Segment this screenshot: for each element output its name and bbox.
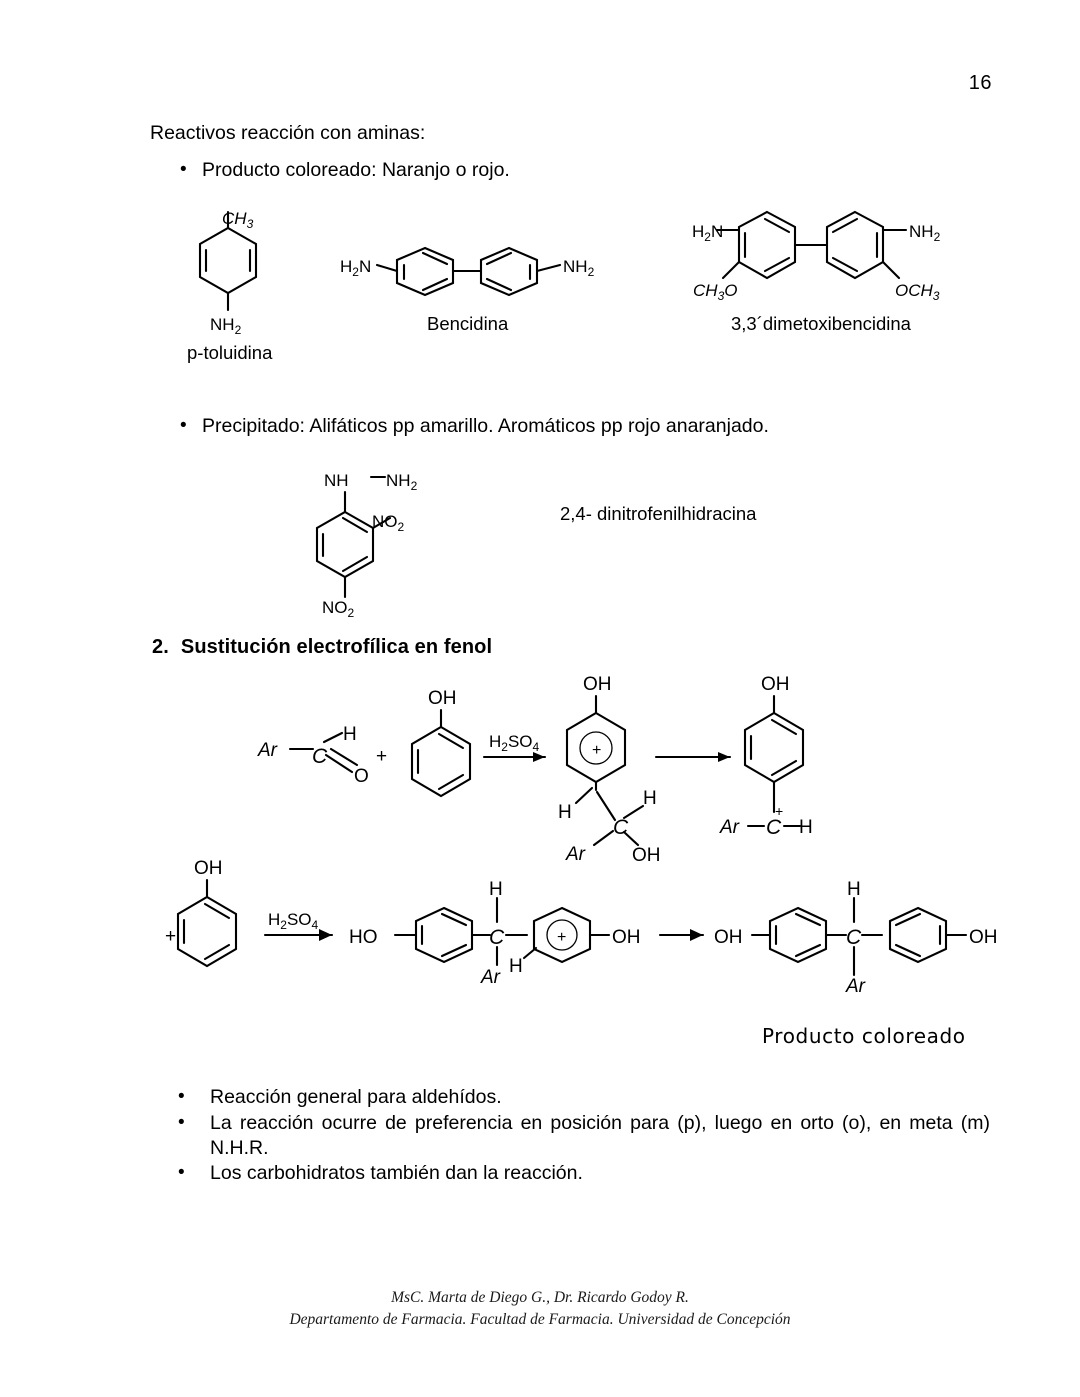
bullet-text: Los carbohidratos también dan la reacció… (210, 1162, 583, 1185)
structure-p-toluidina (198, 210, 258, 312)
atom-label-ho: HO (349, 927, 378, 948)
atom-label-h-top: H (847, 879, 861, 900)
scheme1-phenol (410, 708, 472, 798)
reagent-h2so4: H2SO4 (268, 910, 319, 932)
atom-label-o: O (354, 766, 369, 787)
scheme1-arrow-1 (482, 752, 547, 762)
scheme2-intermediate (393, 896, 611, 967)
atom-label-oh-right: OH (612, 927, 641, 948)
atom-label-ar: Ar (257, 740, 278, 761)
atom-label-h-lower: H (509, 956, 523, 977)
scheme2-product (750, 896, 968, 977)
atom-label-ar: Ar (845, 976, 866, 997)
scheme1-intermediate (565, 694, 645, 847)
page-number: 16 (968, 72, 992, 94)
atom-label-h2n: H2N (692, 222, 723, 244)
atom-label-oh-top: OH (761, 674, 790, 695)
section-title: Sustitución electrofílica en fenol (180, 636, 493, 658)
atom-label-nh2: NH2 (563, 257, 595, 279)
atom-label-h: H (343, 724, 357, 745)
scheme2-phenol (176, 878, 238, 968)
bullet-marker-icon: • (180, 415, 187, 436)
atom-label-ar: Ar (480, 967, 501, 988)
atom-label-ch3: CH3 (222, 209, 254, 231)
atom-label-c: C (766, 816, 782, 839)
bullet-marker-icon: • (178, 1086, 185, 1107)
bottom-bullet-list: • Reacción general para aldehídos. • La … (178, 1085, 990, 1187)
scheme2-arrow-2 (658, 929, 705, 941)
bullet-marker-icon: • (178, 1162, 185, 1184)
scheme2-arrow-1 (263, 929, 334, 941)
atom-label-nh2: NH2 (909, 222, 941, 244)
charge-plus: + (592, 742, 601, 759)
charge-plus: + (775, 803, 783, 819)
footer-line-1: MsC. Marta de Diego G., Dr. Ricardo Godo… (391, 1289, 689, 1306)
caption-producto-coloreado: Producto coloreado (762, 1024, 966, 1048)
bullet-text: Reacción general para aldehídos. (210, 1086, 502, 1108)
charge-plus: + (557, 929, 566, 946)
section-heading: 2. Sustitución electrofílica en fenol (152, 636, 492, 659)
structure-label-dimetoxibencidina: 3,3´dimetoxibencidina (731, 313, 911, 334)
atom-label-nh: NH (324, 471, 349, 490)
structure-dimetoxibencidina (715, 210, 908, 280)
scheme1-arrow-2 (654, 752, 732, 762)
atom-label-no2-para: NO2 (322, 598, 355, 620)
atom-label-ar: Ar (565, 844, 586, 865)
section-number: 2. (152, 636, 169, 658)
atom-label-c: C (613, 816, 629, 839)
list-item: • La reacción ocurre de preferencia en p… (178, 1111, 990, 1161)
atom-label-ar: Ar (719, 817, 740, 838)
reagent-h2so4: H2SO4 (489, 732, 540, 754)
atom-label-h-right: H (643, 788, 657, 809)
atom-label-oh: OH (428, 688, 457, 709)
structure-dinitrofenilhidracina (315, 475, 392, 599)
atom-label-c: C (846, 926, 862, 949)
plus-sign: + (165, 926, 176, 947)
plus-sign: + (376, 746, 387, 767)
atom-label-ch3o: CH3O (693, 281, 737, 303)
bullet-text: Precipitado: Alifáticos pp amarillo. Aro… (202, 415, 769, 437)
atom-label-oh-top: OH (583, 674, 612, 695)
atom-label-h-left: H (558, 802, 572, 823)
atom-label-nh2: NH2 (210, 315, 242, 337)
atom-label-h2n: H2N (340, 257, 371, 279)
atom-label-oh-left: OH (714, 927, 743, 948)
atom-label-c: C (312, 745, 328, 768)
structure-label-dinitrofenilhidracina: 2,4- dinitrofenilhidracina (560, 503, 757, 524)
structure-bencidina (375, 246, 562, 297)
page-footer: MsC. Marta de Diego G., Dr. Ricardo Godo… (0, 1287, 1080, 1330)
scheme1-product (743, 694, 805, 828)
structure-label-p-toluidina: p-toluidina (187, 342, 273, 363)
atom-label-no2-ortho: NO2 (372, 512, 405, 534)
atom-label-oh-bottom: OH (632, 845, 661, 866)
atom-label-h-top: H (489, 879, 503, 900)
bullet-text: Producto coloreado: Naranjo o rojo. (202, 159, 510, 181)
bullet-marker-icon: • (178, 1111, 185, 1133)
scheme1-aldehyde (288, 731, 359, 774)
bullet-text: La reacción ocurre de preferencia en pos… (210, 1111, 990, 1159)
atom-label-c: C (489, 926, 505, 949)
atom-label-oh: OH (194, 858, 223, 879)
list-item: • Reacción general para aldehídos. (178, 1085, 990, 1110)
atom-label-och3: OCH3 (895, 281, 940, 303)
bullet-marker-icon: • (180, 159, 187, 180)
list-item: • Los carbohidratos también dan la reacc… (178, 1161, 990, 1186)
intro-text: Reactivos reacción con aminas: (150, 122, 426, 144)
footer-line-2: Departamento de Farmacia. Facultad de Fa… (289, 1310, 791, 1328)
bullet-item-producto-coloreado: • Producto coloreado: Naranjo o rojo. (180, 158, 980, 183)
atom-label-h: H (799, 817, 813, 838)
bullet-item-precipitado: • Precipitado: Alifáticos pp amarillo. A… (180, 414, 1000, 439)
atom-label-oh-right: OH (969, 927, 998, 948)
atom-label-nh2: NH2 (386, 471, 418, 493)
structure-label-bencidina: Bencidina (427, 313, 509, 334)
